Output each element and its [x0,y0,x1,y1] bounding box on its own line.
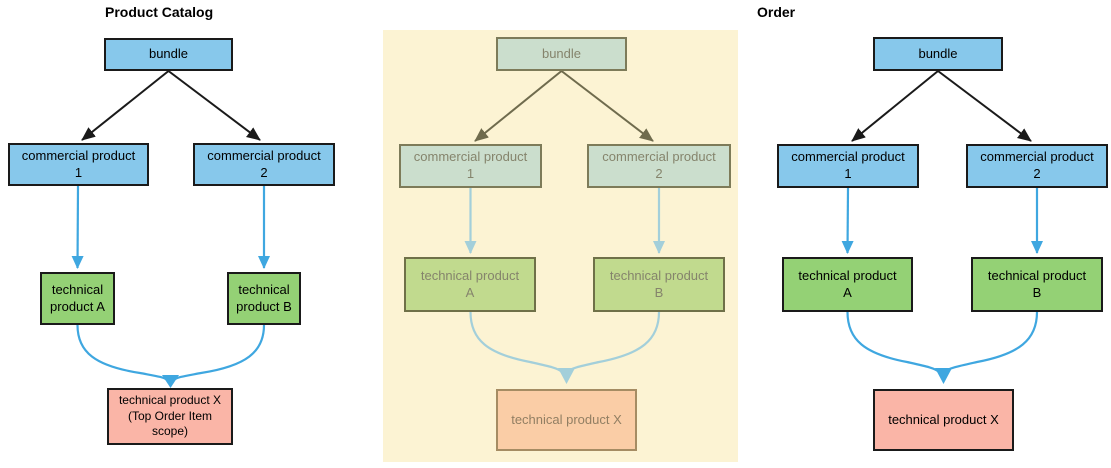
order-bundle-node: bundle [873,37,1003,71]
order-technical-product-b-node: technical product B [971,257,1103,312]
order-arrow-bundle-to-cp1 [851,70,939,142]
highlight-bundle-node: bundle [496,37,627,71]
highlight-technical-product-a-node: technical product A [404,257,536,312]
catalog-merge-arrowhead [162,375,179,388]
catalog-arrow-tpB-to-tpX [173,324,266,381]
catalog-commercial-product-2-node: commercial product 2 [193,143,335,186]
catalog-technical-product-a-node: technical product A [40,272,115,325]
order-merge-arrowhead [935,368,952,384]
order-title: Order [757,4,796,20]
catalog-commercial-product-1-node: commercial product 1 [8,143,149,186]
order-commercial-product-1-node: commercial product 1 [777,144,919,188]
highlight-commercial-product-1-node: commercial product 1 [399,144,542,188]
catalog-arrow-cp1-to-tpA [71,185,84,269]
order-arrow-cp1-to-tpA [841,187,854,254]
order-arrow-tpA-to-tpX [846,311,940,373]
catalog-title: Product Catalog [105,4,214,20]
catalog-arrow-bundle-to-cp2 [167,70,261,141]
order-commercial-product-2-node: commercial product 2 [966,144,1108,188]
order-arrow-bundle-to-cp2 [937,70,1032,142]
catalog-arrow-tpA-to-tpX [76,324,168,381]
highlight-technical-product-b-node: technical product B [593,257,725,312]
catalog-bundle-node: bundle [104,38,233,71]
order-arrow-tpB-to-tpX [943,311,1039,373]
highlight-technical-product-x-node: technical product X [496,389,637,451]
highlight-commercial-product-2-node: commercial product 2 [587,144,731,188]
catalog-arrow-bundle-to-cp1 [81,70,170,141]
order-arrows [841,70,1043,384]
catalog-technical-product-b-node: technical product B [227,272,301,325]
order-technical-product-a-node: technical product A [782,257,913,312]
catalog-arrows [71,70,270,388]
catalog-technical-product-x-node: technical product X (Top Order Item scop… [107,388,233,445]
order-technical-product-x-node: technical product X [873,389,1014,451]
